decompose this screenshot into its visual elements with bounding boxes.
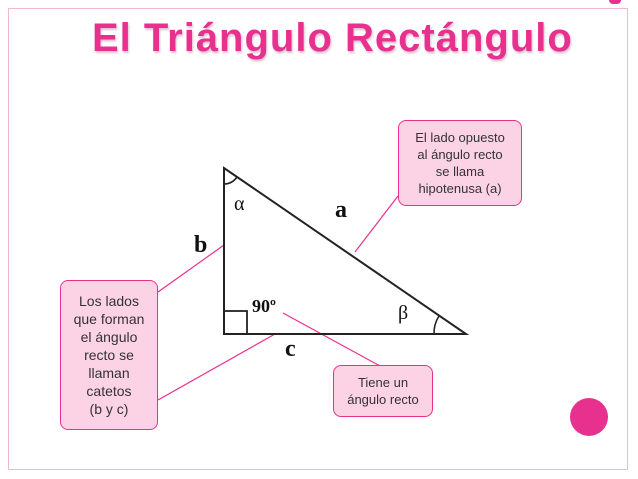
slide-frame	[8, 8, 628, 470]
callout-line: se llama	[435, 164, 485, 179]
callout-line: el ángulo	[80, 329, 138, 345]
side-label-b: b	[194, 232, 208, 258]
callout-line: Los lados	[79, 293, 139, 309]
connector-hypotenuse	[354, 195, 399, 253]
page-title: El Triángulo Rectángulo	[92, 16, 573, 60]
alpha-arc	[223, 176, 238, 185]
callout-line: El lado opuesto	[415, 130, 505, 145]
decorative-circle	[570, 398, 608, 436]
callout-line: Tiene un	[357, 375, 409, 390]
callout-line: recto se	[84, 347, 134, 363]
callout-line: llaman	[88, 365, 130, 381]
callout-right-angle: Tiene un ángulo recto	[333, 365, 433, 417]
angle-label-alpha: α	[234, 193, 245, 215]
connector-right-angle	[282, 312, 381, 367]
callout-line: ángulo recto	[347, 392, 419, 407]
callout-hypotenuse: El lado opuesto al ángulo recto se llama…	[398, 120, 522, 206]
callout-line: (b y c)	[89, 401, 129, 417]
side-label-a: a	[335, 197, 347, 223]
connector-leg-b	[157, 244, 225, 293]
callout-line: al ángulo recto	[417, 147, 503, 162]
callout-line: hipotenusa (a)	[418, 181, 502, 196]
right-triangle	[223, 166, 470, 335]
angle-label-beta: β	[398, 302, 409, 324]
callout-line: que forman	[73, 311, 145, 327]
beta-arc	[433, 315, 440, 335]
connector-leg-c	[157, 333, 276, 401]
decorative-dot	[609, 0, 621, 4]
angle-label-90: 90º	[252, 296, 276, 316]
callout-legs: Los lados que forman el ángulo recto se …	[60, 280, 158, 430]
callout-line: catetos	[86, 383, 132, 399]
side-label-c: c	[285, 336, 296, 362]
right-angle-marker	[223, 310, 248, 335]
